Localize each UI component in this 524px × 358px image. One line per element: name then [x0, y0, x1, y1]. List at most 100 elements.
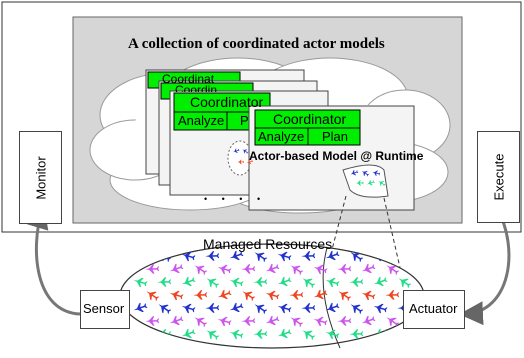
airplane-icon	[337, 264, 352, 274]
airplane-icon	[253, 277, 268, 287]
card2-plan-label: P	[240, 113, 249, 128]
airplane-icon	[289, 290, 304, 300]
airplane-icon	[277, 328, 292, 339]
airplane-icon	[397, 251, 412, 261]
sensor-to-monitor-arrow	[25, 204, 81, 316]
airplane-icon	[265, 290, 280, 301]
airplane-icon	[133, 302, 148, 313]
airplane-icon	[337, 316, 352, 326]
card2-coordinator-label: Coordinator	[190, 94, 264, 110]
airplane-icon	[350, 304, 364, 314]
card2-analyze-label: Analyze	[178, 113, 225, 128]
airplane-icon	[290, 265, 304, 275]
card4-label-fragment: Coordinat	[162, 72, 215, 86]
actuator-box: Actuator	[403, 290, 465, 329]
airplane-icon	[301, 303, 316, 313]
projection-line-left	[322, 195, 347, 285]
airplane-icon	[181, 303, 196, 314]
airplane-icon	[133, 277, 148, 288]
airplane-icon	[277, 251, 292, 262]
airplane-icon	[349, 329, 364, 339]
diagram-title: A collection of coordinated actor models	[128, 36, 385, 52]
airplane-icon	[205, 303, 220, 313]
airplane-icon	[158, 304, 172, 314]
airplane-icon	[277, 303, 292, 314]
airplane-icon	[205, 251, 220, 261]
airplane-icon	[146, 291, 160, 301]
airplane-icon	[254, 252, 268, 262]
stack-ellipsis: • • • •	[204, 194, 267, 204]
airplane-icon	[301, 251, 316, 261]
airplane-icon	[277, 276, 292, 287]
airplane-icon	[350, 169, 359, 176]
airplane-icon	[398, 278, 412, 288]
airplane-icon	[145, 316, 160, 326]
airplane-icon	[242, 291, 256, 301]
airplane-icon	[409, 264, 424, 275]
airplane-icon	[145, 264, 160, 274]
airplane-icon	[373, 276, 388, 287]
runtime-model-label: Actor-based Model @ Runtime	[249, 149, 424, 163]
airplane-icon	[233, 148, 240, 153]
airplane-icon	[372, 170, 381, 177]
airplane-icon	[217, 289, 232, 300]
airplane-icon	[181, 276, 196, 287]
airplane-icon	[349, 277, 364, 287]
airplane-icon	[181, 251, 196, 262]
airplane-icon	[181, 328, 196, 339]
execute-label: Execute	[491, 153, 506, 201]
airplane-icon	[325, 277, 340, 288]
airplane-icon	[373, 303, 388, 314]
airplane-icon	[313, 264, 328, 275]
airplane-icon	[194, 317, 208, 327]
airplane-icon	[169, 263, 184, 274]
sensor-label: Sensor	[83, 301, 125, 316]
airplane-icon	[229, 302, 244, 313]
airplane-icon	[338, 291, 352, 301]
airplane-icon	[361, 170, 370, 177]
airplane-icon	[265, 263, 280, 274]
airplane-icon	[313, 289, 328, 300]
monitor-box: Monitor	[19, 131, 62, 224]
airplane-icon	[193, 290, 208, 300]
actuator-label: Actuator	[409, 301, 458, 316]
execute-to-actuator-arrow	[459, 207, 511, 326]
airplane-icon	[133, 250, 148, 261]
airplane-icon	[241, 316, 256, 326]
plane-icons-fragment	[350, 169, 386, 187]
airplane-icon	[361, 315, 376, 326]
plan-label: Plan	[322, 129, 349, 144]
airplane-icon	[350, 252, 364, 262]
airplane-icon	[206, 330, 220, 340]
airplane-icon	[290, 317, 304, 327]
execute-box: Execute	[477, 131, 520, 223]
airplane-icon	[302, 278, 316, 288]
coordinator-label: Coordinator	[273, 111, 347, 127]
airplane-icon	[246, 159, 254, 164]
airplane-icon	[366, 179, 375, 186]
airplane-icon	[378, 180, 386, 187]
airplane-icon	[133, 329, 148, 340]
plane-icons-card2	[233, 148, 254, 165]
airplane-icon	[229, 329, 244, 340]
airplane-icon	[386, 265, 400, 275]
sensor-box: Sensor	[80, 290, 130, 329]
airplane-icon	[265, 315, 280, 326]
airplane-icon	[241, 264, 256, 274]
airplane-icon	[169, 290, 184, 301]
airplane-icon	[229, 250, 244, 261]
airplane-icon	[386, 317, 400, 327]
card3-label-fragment: Coordin	[175, 83, 218, 92]
airplane-icon	[302, 330, 316, 340]
airplane-icon	[206, 278, 220, 288]
airplane-icon	[194, 265, 208, 275]
managed-resources-label: Managed Resources	[203, 236, 333, 252]
airplane-icon	[355, 180, 364, 186]
airplane-icon	[237, 159, 244, 165]
airplane-icon	[229, 277, 244, 288]
airplane-icon	[361, 263, 376, 274]
airplane-icon	[313, 316, 328, 327]
airplane-icon	[217, 264, 232, 275]
airplane-icon	[325, 250, 340, 261]
